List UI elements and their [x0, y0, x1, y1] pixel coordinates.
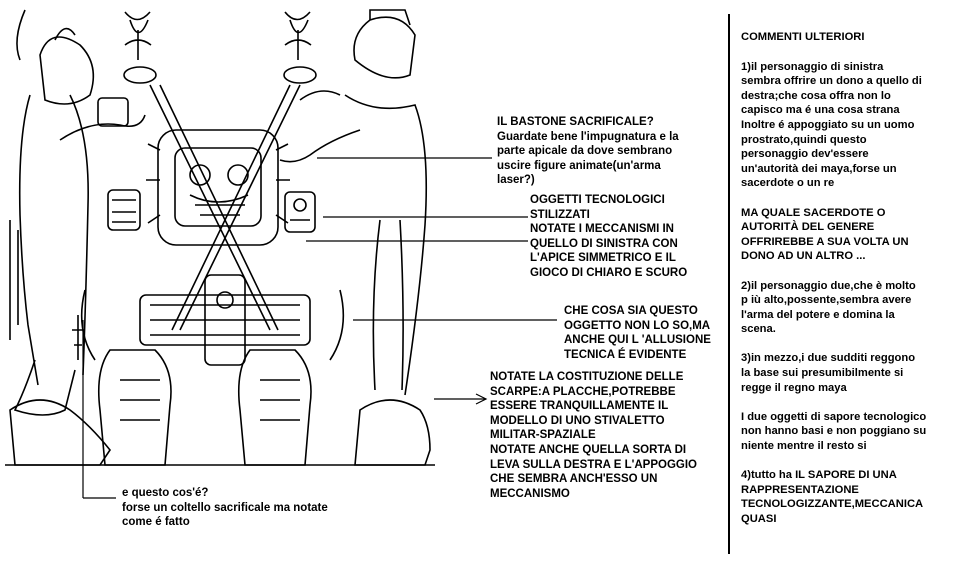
commenti-title: COMMENTI ULTERIORI — [741, 31, 865, 43]
annotation-coltello: e questo cos'é? forse un coltello sacrif… — [122, 487, 328, 529]
top-left-ornament — [123, 11, 157, 84]
comment-4: 4)tutto ha IL SAPORE DI UNA RAPPRESENTAZ… — [741, 469, 924, 525]
annotation-oggetti-tecnologici: OGGETTI TECNOLOGICI STILIZZATI NOTATE I … — [530, 194, 688, 279]
comment-3: 3)in mezzo,i due sudditi reggono la base… — [741, 352, 916, 394]
comment-1: 1)il personaggio di sinistra sembra offr… — [741, 60, 922, 190]
annotation-bastone-sacrificale: IL BASTONE SACRIFICALE? Guardate bene l'… — [497, 116, 679, 187]
vertical-divider — [728, 14, 730, 554]
comment-2: 2)il personaggio due,che è molto p iù al… — [741, 279, 916, 336]
maya-relief-drawing — [5, 9, 435, 466]
comment-1-question: MA QUALE SACERDOTE O AUTORITÀ DEL GENERE… — [741, 206, 909, 263]
top-right-ornament — [283, 11, 317, 84]
comment-3-note: I due oggetti di sapore tecnologico non … — [741, 410, 927, 453]
annotation-oggetto-sconosciuto: CHE COSA SIA QUESTO OGGETTO NON LO SO,MA… — [564, 305, 711, 361]
commenti-panel: COMMENTI ULTERIORI 1)il personaggio di s… — [741, 30, 951, 541]
annotation-scarpe: NOTATE LA COSTITUZIONE DELLE SCARPE:A PL… — [490, 371, 697, 500]
